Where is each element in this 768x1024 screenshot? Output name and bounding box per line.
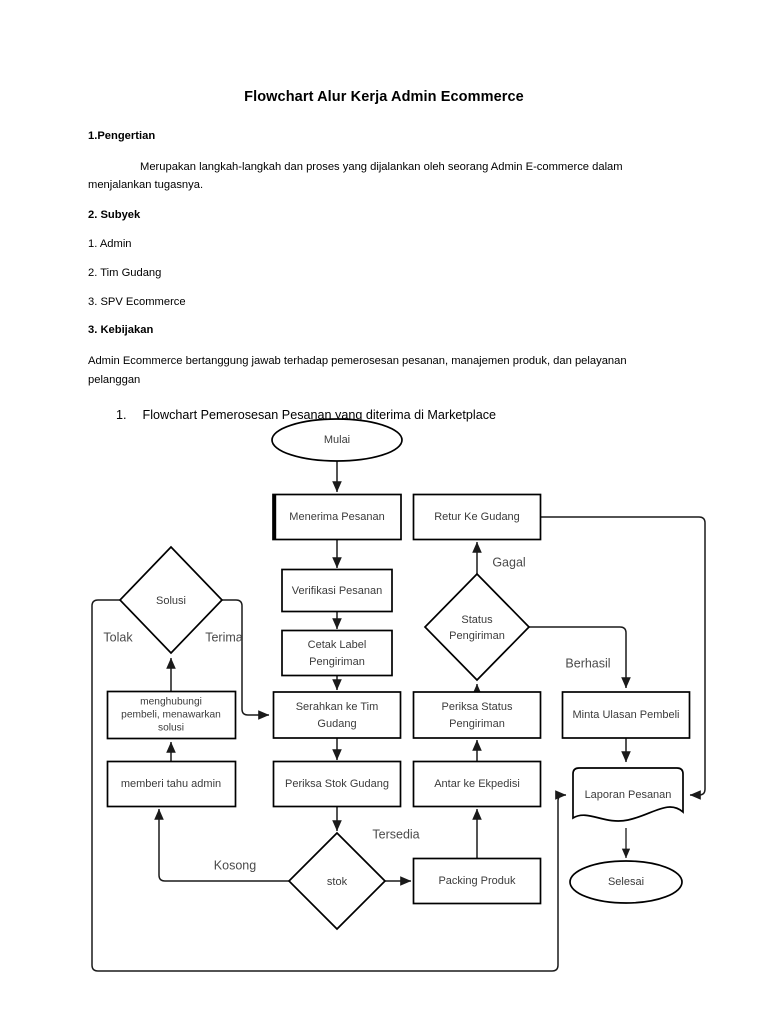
node-verifikasi-pesanan[interactable]: Verifikasi Pesanan — [281, 568, 393, 613]
node-cetak-label-pengiriman[interactable]: Cetak Label Pengiriman — [281, 629, 393, 677]
flow-connectors — [91, 461, 706, 972]
node-minta-ulasan-pembeli[interactable]: Minta Ulasan Pembeli — [561, 691, 691, 739]
node-periksa-status-pengiriman[interactable]: Periksa Status Pengiriman — [412, 691, 542, 739]
node-periksa-stok-gudang[interactable]: Periksa Stok Gudang — [272, 760, 402, 808]
edge-stok-memberi-kosong — [154, 808, 289, 882]
node-selesai-label: Selesai — [608, 876, 644, 888]
node-serahkan-ke-tim-gudang[interactable]: Serahkan ke Tim Gudang — [272, 691, 402, 739]
flow-edge-labels: Tolak Terima Gagal Berhasil Tersedia Kos… — [103, 555, 610, 872]
node-stok-label: stok — [327, 876, 348, 888]
node-retur-ke-gudang[interactable]: Retur Ke Gudang — [412, 493, 542, 541]
node-cetak-label-line1: Cetak Label — [308, 639, 367, 651]
node-periksa-status-line2: Pengiriman — [449, 718, 505, 730]
node-status-line1: Status — [461, 614, 493, 626]
node-periksa-stok-gudang-label: Periksa Stok Gudang — [285, 778, 389, 790]
section-heading-kebijakan: 3. Kebijakan — [88, 324, 154, 337]
node-selesai[interactable]: Selesai — [569, 860, 683, 904]
node-menghubungi-line3: solusi — [158, 723, 184, 734]
node-menerima-pesanan-label: Menerima Pesanan — [289, 511, 384, 523]
edge-label-tolak: Tolak — [103, 630, 133, 644]
node-mulai-label: Mulai — [324, 434, 350, 446]
node-solusi-label: Solusi — [156, 595, 186, 607]
list-number: 1. — [116, 407, 127, 422]
node-status-pengiriman[interactable]: Status Pengiriman — [423, 572, 531, 682]
node-status-line2: Pengiriman — [449, 630, 505, 642]
node-packing-produk-label: Packing Produk — [438, 875, 516, 887]
node-memberi-tahu-admin[interactable]: memberi tahu admin — [106, 760, 237, 808]
edge-label-berhasil: Berhasil — [565, 656, 610, 670]
edge-label-terima: Terima — [205, 630, 243, 644]
edge-solusi-laporan-tolak — [91, 599, 567, 972]
node-retur-ke-gudang-label: Retur Ke Gudang — [434, 511, 520, 523]
page-title: Flowchart Alur Kerja Admin Ecommerce — [244, 89, 524, 105]
section-heading-pengertian: 1.Pengertian — [88, 129, 156, 142]
node-antar-ke-ekpedisi[interactable]: Antar ke Ekpedisi — [412, 760, 542, 808]
node-menerima-pesanan[interactable]: Menerima Pesanan — [272, 493, 402, 541]
edge-retur-laporan — [541, 516, 706, 800]
node-solusi[interactable]: Solusi — [118, 545, 224, 655]
section-heading-subyek: 2. Subyek — [88, 209, 141, 222]
node-packing-produk[interactable]: Packing Produk — [412, 857, 542, 905]
list-item-label: Flowchart Pemerosesan Pesanan yang diter… — [142, 407, 497, 422]
node-menghubungi-line2: pembeli, menawarkan — [121, 710, 221, 721]
section-body-kebijakan: Admin Ecommerce bertanggung jawab terhad… — [88, 355, 627, 386]
document-text-body: Flowchart Alur Kerja Admin Ecommerce 1.P… — [88, 88, 680, 424]
node-mulai[interactable]: Mulai — [271, 418, 403, 462]
node-serahkan-line2: Gudang — [317, 718, 356, 730]
flowchart-diagram: Mulai Menerima Pesanan Retur Ke Gudang V… — [0, 408, 768, 1008]
subyek-item-spv-ecommerce: 3. SPV Ecommerce — [88, 295, 186, 308]
node-menghubungi-pembeli[interactable]: menghubungi pembeli, menawarkan solusi — [106, 690, 237, 740]
node-cetak-label-line2: Pengiriman — [309, 656, 365, 668]
edge-solusi-serahkan-terima — [222, 599, 270, 720]
edge-label-kosong: Kosong — [214, 858, 256, 872]
subyek-item-admin: 1. Admin — [88, 238, 132, 251]
edge-status-mintaulasan-berhasil — [529, 626, 631, 689]
subyek-item-tim-gudang: 2. Tim Gudang — [88, 267, 162, 280]
edge-label-gagal: Gagal — [492, 555, 525, 569]
node-laporan-pesanan[interactable]: Laporan Pesanan — [572, 767, 684, 822]
node-menghubungi-line1: menghubungi — [140, 697, 202, 708]
node-antar-ke-ekpedisi-label: Antar ke Ekpedisi — [434, 778, 520, 790]
flowchart-list-item: 1. Flowchart Pemerosesan Pesanan yang di… — [88, 407, 680, 425]
node-stok[interactable]: stok — [287, 831, 387, 931]
node-minta-ulasan-label: Minta Ulasan Pembeli — [573, 709, 680, 721]
node-verifikasi-pesanan-label: Verifikasi Pesanan — [292, 585, 383, 597]
node-memberi-tahu-admin-label: memberi tahu admin — [121, 778, 221, 790]
edge-label-tersedia: Tersedia — [372, 827, 419, 841]
node-laporan-pesanan-label: Laporan Pesanan — [585, 789, 672, 801]
node-periksa-status-line1: Periksa Status — [442, 701, 513, 713]
node-serahkan-line1: Serahkan ke Tim — [296, 701, 379, 713]
section-body-pengertian: Merupakan langkah-langkah dan proses yan… — [88, 160, 623, 192]
